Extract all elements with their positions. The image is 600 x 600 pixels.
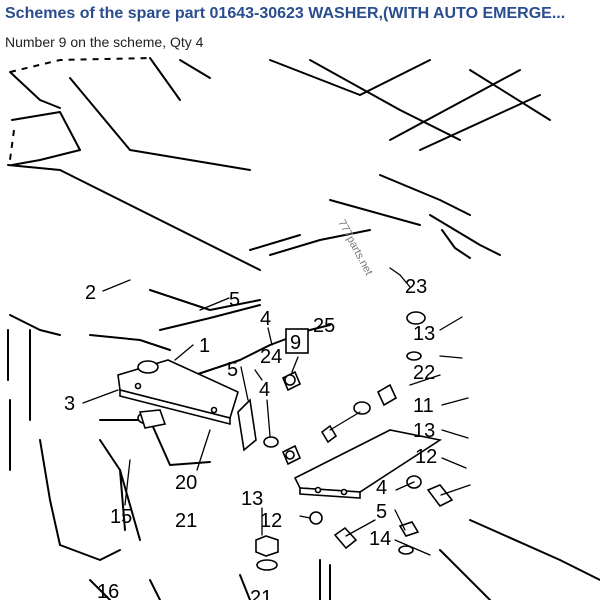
highlight-box: [285, 328, 309, 354]
callout-2: 2: [85, 282, 96, 304]
frame-drawing: [7, 57, 600, 600]
callout-3: 3: [64, 393, 75, 415]
parts-scheme-diagram: 777parts.net 2 5 4 25 9 1 24 5 4 3 20 15…: [7, 57, 600, 600]
callout-4-lower: 4: [376, 477, 387, 499]
callout-5-middle: 5: [227, 359, 238, 381]
callout-13-right-1: 13: [413, 323, 435, 345]
callout-13-left: 13: [241, 488, 263, 510]
watermark-text: 777parts.net: [335, 218, 374, 278]
callout-12-left: 12: [260, 510, 282, 532]
callout-4-middle: 4: [259, 379, 270, 401]
callout-12-right: 12: [415, 446, 437, 468]
callout-24: 24: [260, 346, 282, 368]
callout-9-highlighted[interactable]: 9: [290, 332, 301, 354]
callout-22: 22: [413, 362, 435, 384]
bracket-part-1: [117, 359, 239, 426]
callout-23: 23: [405, 276, 427, 298]
page-subtitle: Number 9 on the scheme, Qty 4: [5, 34, 204, 50]
leader-lines: [82, 267, 469, 556]
callout-21-middle: 21: [175, 510, 197, 532]
callout-25: 25: [313, 315, 335, 337]
bracket-part-4: [293, 429, 443, 499]
callout-11: 11: [413, 395, 434, 417]
page-title: Schemes of the spare part 01643-30623 WA…: [5, 5, 566, 22]
callout-5-lower: 5: [376, 501, 387, 523]
callout-1: 1: [199, 335, 210, 357]
callout-15: 15: [110, 506, 132, 528]
callout-14: 14: [369, 528, 391, 550]
callout-20: 20: [175, 472, 197, 494]
callout-16: 16: [97, 581, 119, 600]
callout-13-right-2: 13: [413, 420, 435, 442]
callout-4-upper: 4: [260, 308, 271, 330]
callout-labels: 2 5 4 25 9 1 24 5 4 3 20 15 21 16 13 12 …: [64, 276, 437, 600]
callout-21-bottom: 21: [250, 587, 272, 600]
callout-5-upper: 5: [229, 289, 240, 311]
